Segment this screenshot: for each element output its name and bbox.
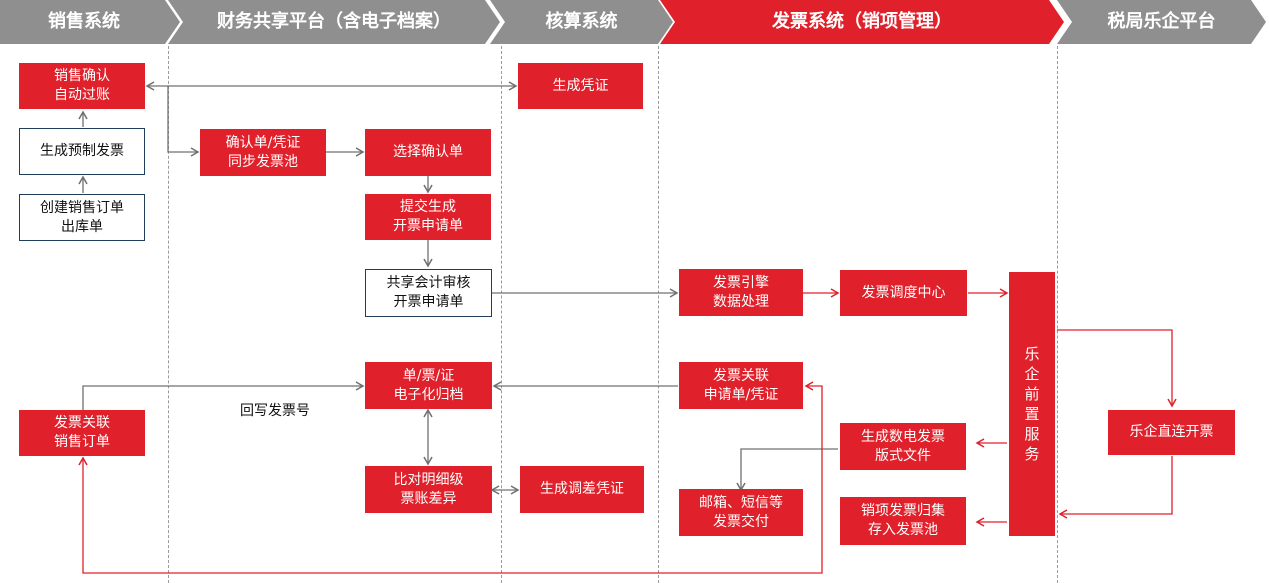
link-request-line2: 申请单/凭证 <box>703 386 779 403</box>
dispatch-label: 发票调度中心 <box>861 284 946 301</box>
engine-box: 发票引擎数据处理 <box>679 269 803 316</box>
create-order-line1: 创建销售订单 <box>40 199 124 216</box>
gen-layout-line2: 版式文件 <box>875 447 931 464</box>
arrow-collect-to-link <box>804 381 823 522</box>
leqi-service-char: 企 <box>1024 365 1040 383</box>
compare-box: 比对明细级票账差异 <box>365 466 492 513</box>
sales-confirm-box: 销售确认自动过账 <box>19 63 145 109</box>
link-request-box: 发票关联申请单/凭证 <box>679 362 803 409</box>
shared-audit-line1: 共享会计审核 <box>386 275 471 291</box>
leqi-service-char: 前 <box>1024 385 1040 403</box>
archive-line1: 单/票/证 <box>402 367 455 384</box>
leqi-service-char: 乐 <box>1024 345 1040 363</box>
gen-voucher-box: 生成凭证 <box>518 63 643 109</box>
engine-line1: 发票引擎 <box>713 274 769 291</box>
arrow-collect-to-order <box>78 456 823 574</box>
collect-box: 销项发票归集存入发票池 <box>840 497 966 545</box>
delivery-box: 邮箱、短信等发票交付 <box>679 489 803 536</box>
compare-line1: 比对明细级 <box>393 471 464 488</box>
header-invoice-label: 发票系统（销项管理） <box>772 11 952 32</box>
leqi-service-char: 务 <box>1024 445 1040 463</box>
writeback-label: 回写发票号 <box>240 403 310 419</box>
invoice-link-order-line1: 发票关联 <box>54 415 110 431</box>
leqi-service-char: 置 <box>1024 405 1040 423</box>
select-confirm-label: 选择确认单 <box>393 144 463 160</box>
invoice-link-order-line2: 销售订单 <box>54 434 110 450</box>
sync-pool-line1: 确认单/凭证 <box>225 134 301 151</box>
arrow-to-sync-pool <box>167 86 200 157</box>
lane-divider <box>658 46 659 583</box>
sales-confirm-line2: 自动过账 <box>54 87 110 103</box>
direct-invoice-box: 乐企直连开票 <box>1108 410 1235 455</box>
select-confirm-box: 选择确认单 <box>365 129 491 176</box>
sync-pool-box: 确认单/凭证同步发票池 <box>200 129 326 176</box>
arrow-writeback <box>82 381 365 410</box>
delivery-line2: 发票交付 <box>713 513 769 530</box>
leqi-service-box: 乐 企 前 置 服 务 <box>1009 272 1055 536</box>
shared-audit-box: 共享会计审核开票申请单 <box>365 269 492 317</box>
shared-audit-line2: 开票申请单 <box>393 294 464 310</box>
header-accounting-label: 核算系统 <box>545 11 618 32</box>
gen-layout-line1: 生成数电发票 <box>861 428 945 445</box>
header-invoice: 发票系统（销项管理） <box>660 0 1064 44</box>
header-accounting: 核算系统 <box>490 0 673 44</box>
invoice-link-order-box: 发票关联销售订单 <box>19 410 145 456</box>
arrow-service-to-direct <box>1057 329 1177 408</box>
link-request-line1: 发票关联 <box>713 367 769 384</box>
arrow-layout-to-delivery <box>736 448 838 492</box>
lane-divider <box>1057 46 1058 583</box>
delivery-line1: 邮箱、短信等 <box>699 494 783 511</box>
sales-confirm-line1: 销售确认 <box>54 68 110 84</box>
submit-request-box: 提交生成开票申请单 <box>365 194 491 240</box>
gen-layout-box: 生成数电发票版式文件 <box>840 423 966 470</box>
lane-divider <box>168 46 169 583</box>
direct-invoice-label: 乐企直连开票 <box>1129 424 1214 440</box>
header-sales: 销售系统 <box>0 0 180 44</box>
gen-adjust-voucher-label: 生成调差凭证 <box>540 481 624 497</box>
gen-adjust-voucher-box: 生成调差凭证 <box>520 466 644 513</box>
header-tax-label: 税局乐企平台 <box>1107 11 1216 32</box>
archive-box: 单/票/证电子化归档 <box>365 362 492 409</box>
header-tax: 税局乐企平台 <box>1057 0 1266 44</box>
collect-line1: 销项发票归集 <box>861 503 945 519</box>
leqi-service-char: 服 <box>1024 425 1040 443</box>
create-order-line2: 出库单 <box>61 218 103 235</box>
gen-pre-invoice-label: 生成预制发票 <box>40 143 124 159</box>
dispatch-box: 发票调度中心 <box>840 270 967 316</box>
lane-divider <box>501 46 502 583</box>
gen-voucher-label: 生成凭证 <box>552 77 609 94</box>
collect-line2: 存入发票池 <box>868 522 938 538</box>
submit-request-line1: 提交生成 <box>400 199 456 215</box>
header-finance-label: 财务共享平台（含电子档案） <box>217 11 451 32</box>
header-sales-label: 销售系统 <box>48 11 120 32</box>
arrow-direct-to-collect <box>1058 456 1173 519</box>
gen-pre-invoice-box: 生成预制发票 <box>19 128 145 175</box>
header-finance: 财务共享平台（含电子档案） <box>168 0 500 44</box>
submit-request-line2: 开票申请单 <box>393 218 463 234</box>
engine-line2: 数据处理 <box>713 293 769 310</box>
sync-pool-line2: 同步发票池 <box>228 153 298 170</box>
archive-line2: 电子化归档 <box>393 386 464 403</box>
compare-line2: 票账差异 <box>400 490 457 507</box>
create-order-box: 创建销售订单出库单 <box>19 194 145 241</box>
